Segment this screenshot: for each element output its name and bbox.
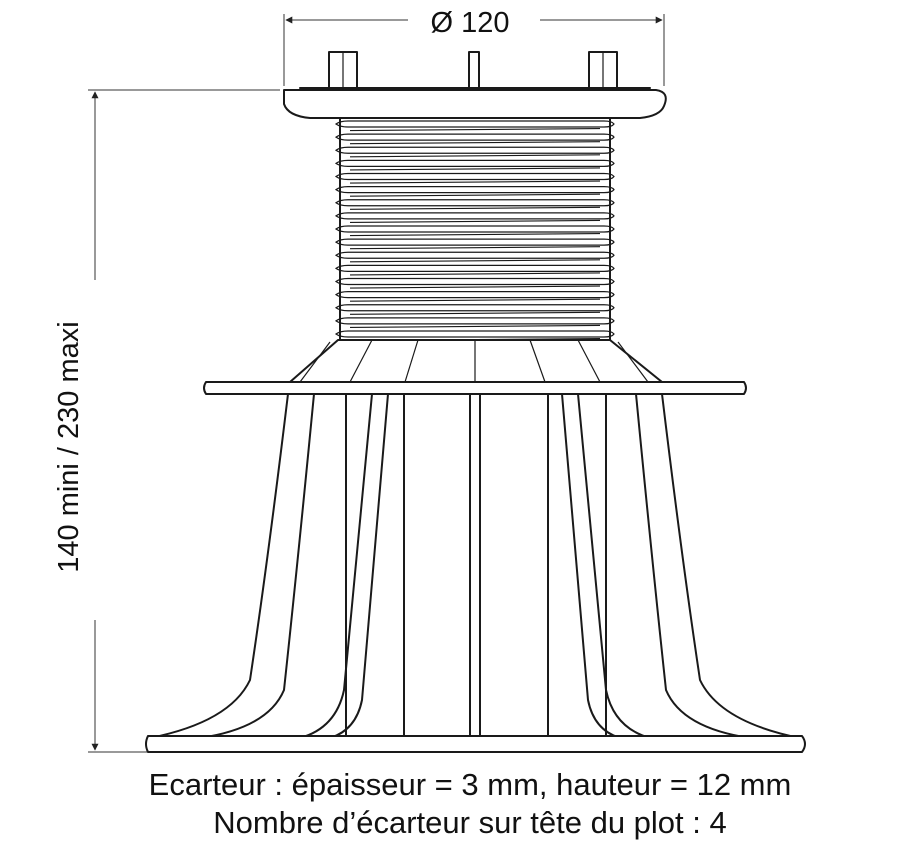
thread-shadow xyxy=(349,193,601,197)
thread-shadow xyxy=(349,154,601,158)
thread-ridge xyxy=(334,277,615,286)
thread-ridge xyxy=(334,304,615,312)
height-dimension: 140 mini / 230 maxi xyxy=(53,89,280,753)
thread-shadow xyxy=(349,141,601,145)
thread-ridge xyxy=(334,225,615,233)
thread-ridge xyxy=(334,317,615,325)
thread-ridge xyxy=(334,172,615,181)
upper-support-cone xyxy=(289,339,663,383)
threaded-column xyxy=(334,117,615,342)
thread-ridge xyxy=(334,159,615,167)
thread-shadow xyxy=(349,259,601,263)
thread-shadow xyxy=(349,167,601,171)
thread-shadow xyxy=(349,219,601,224)
caption-spacer-count: Nombre d’écarteur sur tête du plot : 4 xyxy=(213,805,727,840)
diameter-label: Ø 120 xyxy=(431,7,510,39)
thread-ridge xyxy=(334,212,615,220)
middle-flange xyxy=(203,381,747,395)
thread-ridge xyxy=(334,199,615,207)
thread-shadow xyxy=(349,180,601,184)
upper-ribs xyxy=(299,339,649,383)
thread-ridge xyxy=(334,291,615,299)
height-label: 140 mini / 230 maxi xyxy=(53,321,85,572)
thread-ridge xyxy=(334,330,615,338)
thread-ridge xyxy=(334,238,615,246)
caption-spacer-dimensions: Ecarteur : épaisseur = 3 mm, hauteur = 1… xyxy=(148,767,792,802)
spacer-tabs xyxy=(299,51,651,91)
thread-shadow xyxy=(349,232,601,237)
thread-ridge xyxy=(334,264,615,272)
thread-shadow xyxy=(349,246,601,250)
base-plate xyxy=(145,735,806,753)
thread-ridge xyxy=(334,146,615,154)
thread-shadow xyxy=(349,324,601,329)
thread-shadow xyxy=(349,285,601,289)
thread-shadow xyxy=(349,298,601,302)
thread-ridge xyxy=(334,133,615,141)
thread-ridge xyxy=(334,251,615,259)
thread-shadow xyxy=(349,206,601,210)
thread-shadow xyxy=(349,272,601,276)
thread-shadow xyxy=(349,311,601,315)
thread-shadow xyxy=(349,127,601,132)
diameter-dimension: Ø 120 xyxy=(283,7,665,86)
base-body xyxy=(149,393,801,739)
thread-ridge xyxy=(334,120,615,128)
thread-ridge xyxy=(334,186,615,194)
top-head-plate xyxy=(283,89,667,119)
